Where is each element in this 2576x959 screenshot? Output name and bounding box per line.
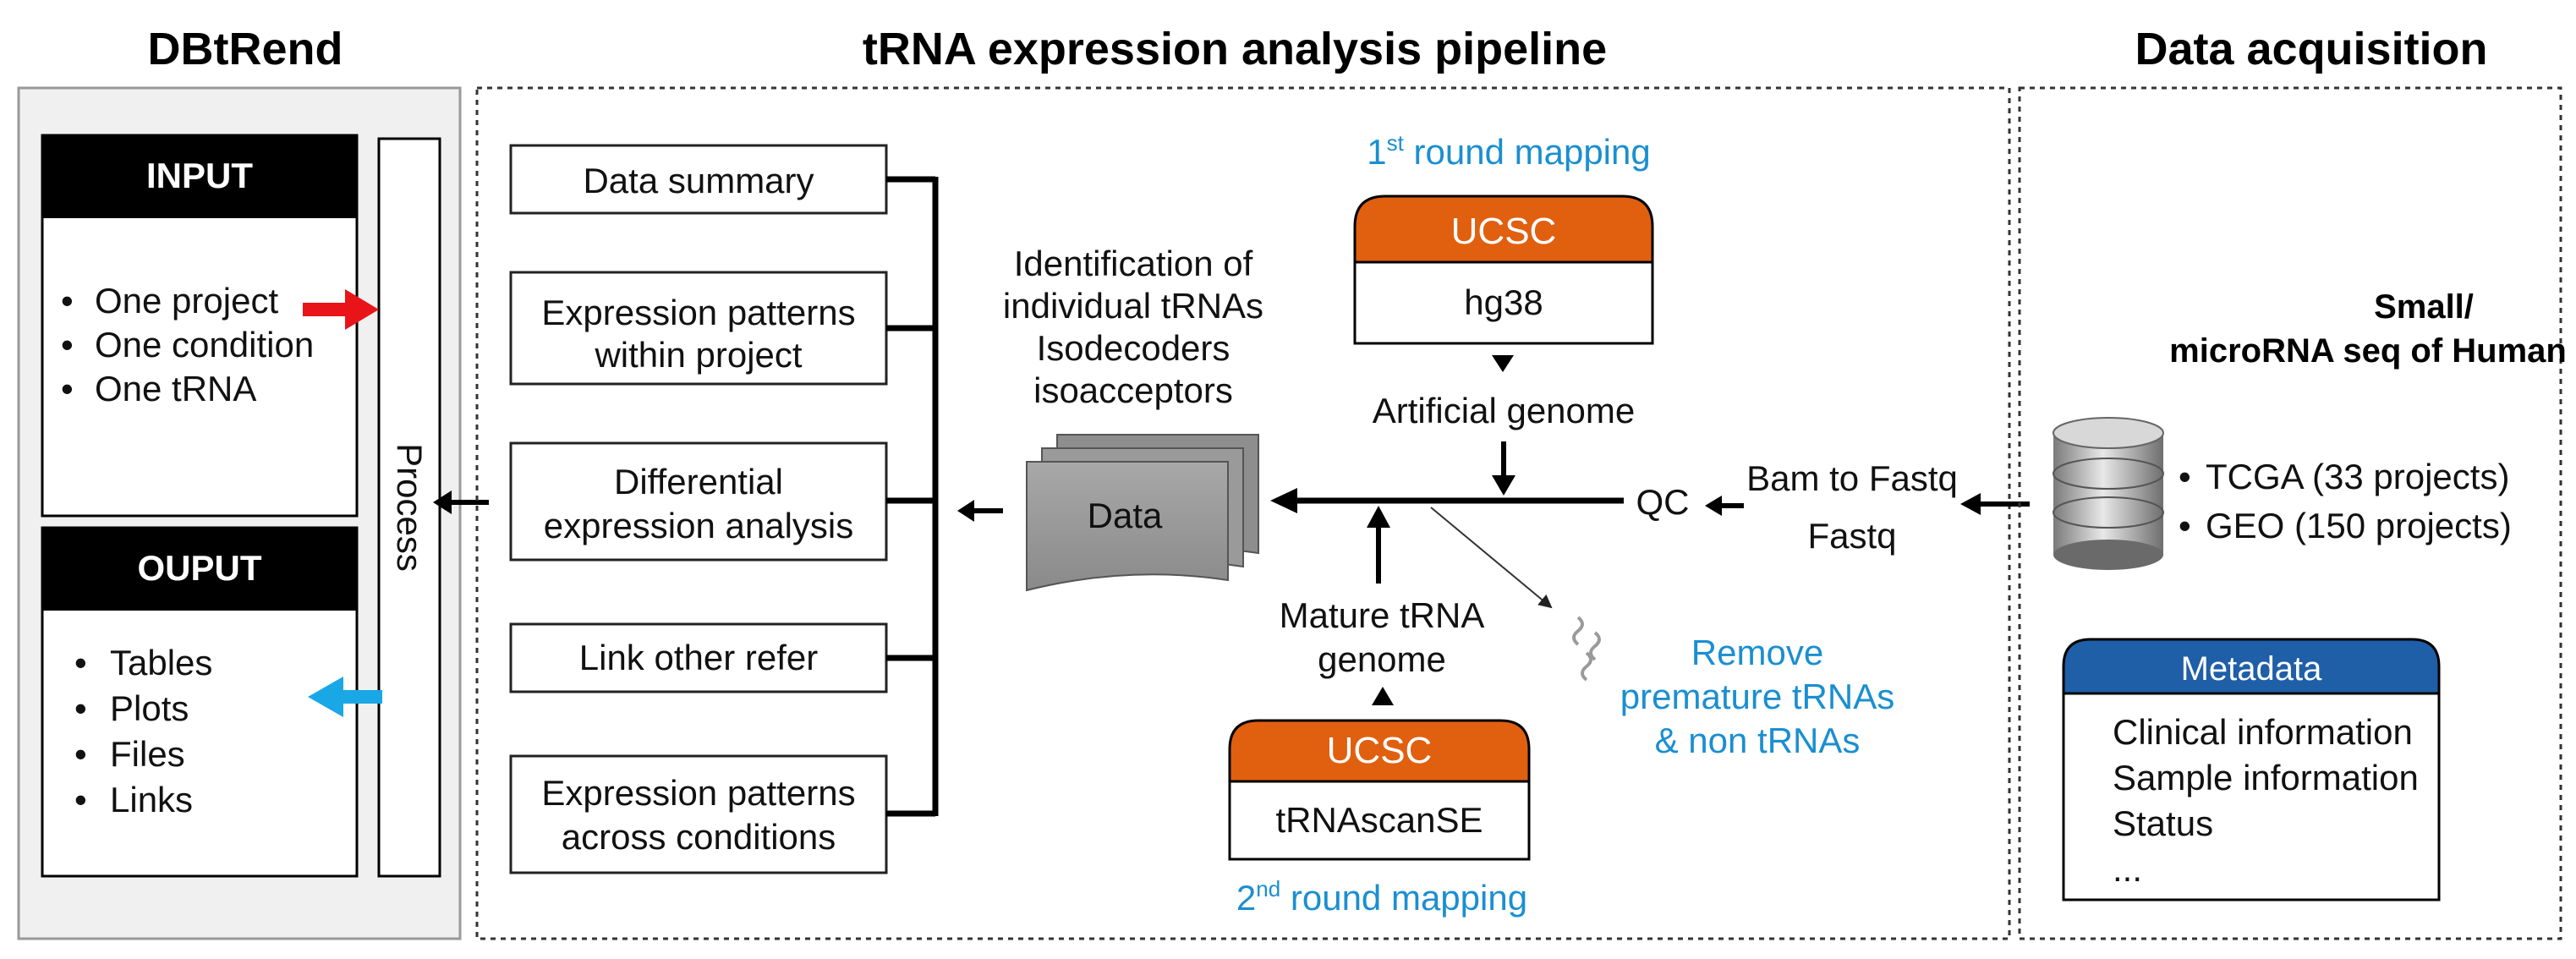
analysis-label: within project — [594, 335, 802, 375]
svg-text:premature tRNAs: premature tRNAs — [1620, 677, 1894, 716]
round1-down-arrow — [1492, 355, 1514, 372]
analysis-box — [509, 622, 888, 693]
svg-text:isoacceptors: isoacceptors — [1033, 370, 1233, 410]
round1-db: UCSC — [1451, 211, 1557, 252]
output-item: Tables — [110, 643, 212, 682]
removed-reads-icon — [1572, 616, 1601, 682]
conversion-to-qc-arrow — [1705, 496, 1722, 516]
analysis-label: expression analysis — [544, 506, 854, 545]
svg-text:•: • — [61, 281, 74, 321]
metadata-box: Metadata Clinical information Sample inf… — [2062, 638, 2441, 901]
svg-text:genome: genome — [1318, 639, 1446, 679]
svg-text:Isodecoders: Isodecoders — [1037, 328, 1230, 368]
svg-text:•: • — [74, 734, 87, 774]
svg-text:Remove: Remove — [1691, 633, 1823, 672]
analysis-label: Link other refer — [579, 638, 818, 677]
metadata-header: Metadata — [2181, 650, 2323, 688]
svg-text:individual tRNAs: individual tRNAs — [1003, 286, 1263, 326]
data-label: Data — [1088, 496, 1163, 535]
input-item: One condition — [95, 325, 314, 364]
round1-label: 1st round mapping — [1367, 130, 1650, 172]
svg-text:•: • — [74, 780, 87, 819]
svg-text:•: • — [2179, 457, 2191, 496]
svg-text:Bam to Fastq: Bam to Fastq — [1746, 458, 1958, 498]
svg-text:Fastq: Fastq — [1807, 516, 1896, 556]
removal-text: Remove premature tRNAs & non tRNAs — [1620, 633, 1894, 760]
analysis-label: across conditions — [562, 817, 836, 857]
analysis-label: Expression patterns — [541, 773, 855, 813]
output-item: Files — [110, 734, 185, 774]
data-to-analyses-arrow — [957, 500, 974, 522]
source-item: GEO (150 projects) — [2206, 506, 2512, 545]
svg-text:•: • — [61, 325, 74, 364]
svg-text:•: • — [74, 688, 87, 728]
input-arrow — [303, 289, 379, 330]
svg-text:•: • — [2179, 506, 2191, 545]
acquisition-panel — [2018, 86, 2562, 940]
process-bar — [377, 137, 441, 878]
output-items: • Tables • Plots • Files • Links — [74, 643, 212, 819]
source-to-conversion-arrow — [1960, 493, 1981, 515]
source-items: • TCGA (33 projects) • GEO (150 projects… — [2179, 457, 2512, 545]
analysis-bracket — [886, 176, 939, 817]
mature-genome-label: Mature tRNA genome — [1280, 595, 1485, 679]
output-item: Links — [110, 780, 193, 819]
database-icon — [2053, 417, 2164, 570]
input-header-bar — [42, 135, 357, 218]
svg-text:Small/: Small/ — [2374, 288, 2474, 326]
input-header: INPUT — [146, 156, 253, 195]
analysis-box — [509, 441, 888, 562]
dbtrend-title: DBtRend — [148, 24, 343, 74]
output-header: OUPUT — [138, 548, 262, 588]
metadata-item: Clinical information — [2113, 712, 2413, 752]
round2-db-box: UCSC tRNAscanSE — [1228, 719, 1531, 861]
metadata-item: Sample information — [2113, 758, 2419, 797]
analysis-label: Expression patterns — [541, 293, 855, 332]
metadata-item: Status — [2113, 803, 2213, 843]
input-item: One tRNA — [95, 369, 256, 408]
output-item: Plots — [110, 688, 189, 728]
svg-text:& non tRNAs: & non tRNAs — [1655, 721, 1861, 760]
round2-label: 2nd round mapping — [1236, 876, 1527, 918]
analysis-box — [509, 271, 888, 386]
output-header-bar — [42, 528, 357, 611]
round2-up-arrow — [1372, 687, 1394, 705]
identification-text: Identification of individual tRNAs Isode… — [1003, 244, 1263, 410]
source-title: Small/ microRNA seq of Human — [2169, 288, 2567, 370]
qc-label: QC — [1636, 482, 1690, 522]
data-document-stack: Data — [1026, 434, 1259, 592]
svg-text:Mature tRNA: Mature tRNA — [1280, 595, 1485, 635]
analysis-box — [509, 754, 888, 874]
input-items: • One project • One condition • One tRNA — [61, 281, 314, 408]
svg-text:•: • — [74, 643, 87, 682]
pipeline-panel — [475, 86, 2011, 940]
analysis-label: Data summary — [583, 161, 814, 200]
artificial-genome-label: Artificial genome — [1373, 391, 1635, 430]
process-label: Process — [390, 443, 430, 572]
round1-ref: hg38 — [1464, 282, 1543, 322]
round1-db-box: UCSC hg38 — [1353, 195, 1654, 345]
pipeline-title: tRNA expression analysis pipeline — [863, 24, 1607, 74]
round2-ref: tRNAscanSE — [1275, 800, 1483, 840]
conversion-text: Bam to Fastq Fastq — [1746, 458, 1958, 556]
artificial-genome-arrow — [1492, 475, 1515, 496]
svg-text:Identification of: Identification of — [1014, 244, 1253, 283]
analysis-box — [509, 144, 888, 215]
acquisition-title: Data acquisition — [2135, 24, 2487, 74]
output-arrow — [308, 677, 382, 717]
analysis-boxes: Data summary Expression patterns within … — [509, 144, 888, 874]
removal-arrow — [1430, 507, 1553, 609]
svg-text:•: • — [61, 369, 74, 408]
round2-db: UCSC — [1327, 730, 1433, 771]
input-item: One project — [95, 281, 278, 321]
analysis-label: Differential — [614, 462, 783, 501]
svg-text:microRNA seq of Human: microRNA seq of Human — [2169, 332, 2567, 370]
source-item: TCGA (33 projects) — [2206, 457, 2509, 496]
metadata-item: ... — [2113, 849, 2142, 889]
mature-genome-arrow — [1367, 506, 1390, 528]
